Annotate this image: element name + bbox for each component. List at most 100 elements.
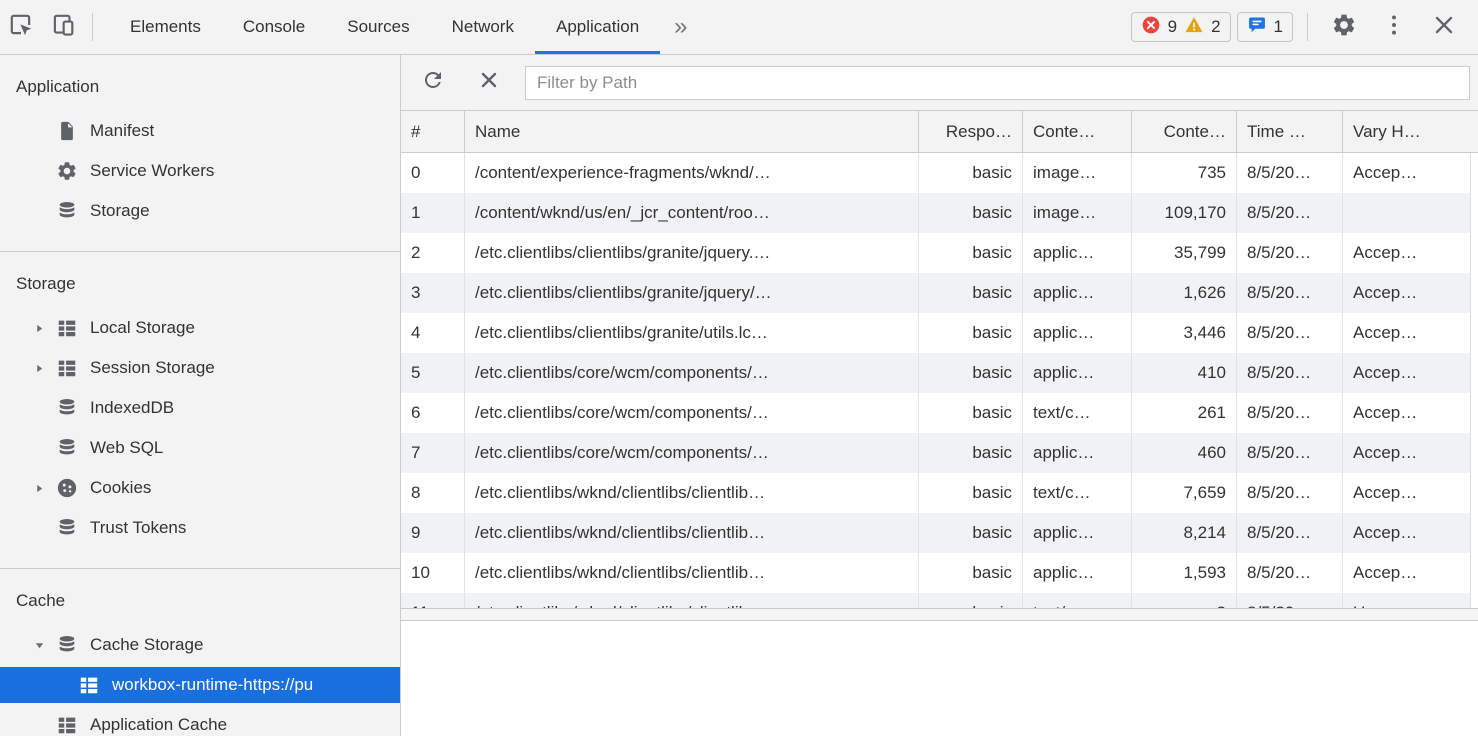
- column-header-time[interactable]: Time …: [1237, 111, 1343, 152]
- cache-table-body: 0/content/experience-fragments/wknd/…bas…: [401, 153, 1478, 608]
- cell-num: 9: [401, 513, 465, 553]
- sidebar-item-service-workers[interactable]: Service Workers: [0, 151, 400, 191]
- more-tabs-button[interactable]: »: [660, 0, 701, 54]
- cell-content_type: applic…: [1023, 433, 1132, 473]
- sidebar-item-web-sql[interactable]: Web SQL: [0, 428, 400, 468]
- column-header-response_type[interactable]: Respo…: [919, 111, 1023, 152]
- column-header-vary[interactable]: Vary H…: [1353, 121, 1421, 141]
- triangle-right-icon[interactable]: [34, 323, 56, 334]
- toolbar-right-controls: 9 2: [1130, 0, 1478, 54]
- more-tabs-chevron-icon: »: [674, 13, 688, 40]
- refresh-button[interactable]: [413, 68, 453, 97]
- cell-response_type: basic: [919, 313, 1023, 353]
- tab-network[interactable]: Network: [451, 17, 514, 36]
- column-header-name[interactable]: Name: [465, 111, 919, 152]
- sidebar-item-cache-storage[interactable]: Cache Storage: [0, 625, 400, 665]
- cell-name: /etc.clientlibs/wknd/clientlibs/clientli…: [465, 473, 919, 513]
- sidebar-section-title-storage: Storage: [16, 274, 76, 293]
- cell-vary: [1343, 193, 1478, 233]
- cell-response_type: basic: [919, 153, 1023, 193]
- cell-vary: Accep…: [1343, 273, 1478, 313]
- cell-vary: Accep…: [1343, 433, 1478, 473]
- table-row-6[interactable]: 6/etc.clientlibs/core/wcm/components/…ba…: [401, 393, 1478, 433]
- table-row-10[interactable]: 10/etc.clientlibs/wknd/clientlibs/client…: [401, 553, 1478, 593]
- cell-name: /etc.clientlibs/wknd/clientlibs/clientli…: [465, 513, 919, 553]
- table-icon: [56, 357, 78, 379]
- table-row-9[interactable]: 9/etc.clientlibs/wknd/clientlibs/clientl…: [401, 513, 1478, 553]
- cell-content_type: text/c…: [1023, 393, 1132, 433]
- vertical-scrollbar[interactable]: [1470, 153, 1478, 608]
- cell-content_length: 35,799: [1132, 233, 1237, 273]
- table-row-8[interactable]: 8/etc.clientlibs/wknd/clientlibs/clientl…: [401, 473, 1478, 513]
- triangle-down-icon[interactable]: [34, 640, 56, 651]
- cell-response_type: basic: [919, 473, 1023, 513]
- column-header-content_length[interactable]: Conte…: [1132, 111, 1237, 152]
- sidebar-item-label: Storage: [90, 201, 150, 220]
- horizontal-scrollbar[interactable]: [401, 608, 1478, 621]
- table-row-7[interactable]: 7/etc.clientlibs/core/wcm/components/…ba…: [401, 433, 1478, 473]
- cell-name: /content/wknd/us/en/_jcr_content/roo…: [465, 193, 919, 233]
- error-icon: [1141, 15, 1161, 40]
- filter-by-path-input[interactable]: [525, 65, 1470, 100]
- triangle-right-icon[interactable]: [34, 483, 56, 494]
- triangle-right-icon[interactable]: [34, 363, 56, 374]
- sidebar-item-local-storage[interactable]: Local Storage: [0, 308, 400, 348]
- settings-button[interactable]: [1322, 12, 1366, 43]
- cell-name: /etc.clientlibs/core/wcm/components/…: [465, 393, 919, 433]
- table-row-5[interactable]: 5/etc.clientlibs/core/wcm/components/…ba…: [401, 353, 1478, 393]
- gear-icon: [56, 160, 78, 182]
- tab-elements[interactable]: Elements: [130, 17, 201, 36]
- cell-time: 8/5/20…: [1237, 233, 1343, 273]
- sidebar-item-label: Web SQL: [90, 438, 164, 457]
- console-messages-badge[interactable]: 1: [1236, 12, 1293, 42]
- cell-content_length: 460: [1132, 433, 1237, 473]
- inspect-element-button[interactable]: [0, 0, 42, 54]
- cell-content_type: applic…: [1023, 553, 1132, 593]
- sidebar-item-manifest[interactable]: Manifest: [0, 111, 400, 151]
- sidebar-item-trust-tokens[interactable]: Trust Tokens: [0, 508, 400, 548]
- table-row-2[interactable]: 2/etc.clientlibs/clientlibs/granite/jque…: [401, 233, 1478, 273]
- inspect-cursor-icon: [8, 12, 34, 43]
- menu-button[interactable]: [1372, 12, 1416, 43]
- tab-application[interactable]: Application: [534, 0, 661, 54]
- clear-x-icon: [477, 68, 501, 97]
- sidebar-item-session-storage[interactable]: Session Storage: [0, 348, 400, 388]
- table-row-1[interactable]: 1/content/wknd/us/en/_jcr_content/roo…ba…: [401, 193, 1478, 233]
- cell-vary: Accep…: [1343, 473, 1478, 513]
- table-row-3[interactable]: 3/etc.clientlibs/clientlibs/granite/jque…: [401, 273, 1478, 313]
- cell-response_type: basic: [919, 353, 1023, 393]
- tab-sources[interactable]: Sources: [347, 17, 410, 36]
- cell-content_length: 1,626: [1132, 273, 1237, 313]
- cache-filter-toolbar: [401, 55, 1478, 111]
- table-row-11[interactable]: 11/etc.clientlibs/wknd/clientlibs/client…: [401, 593, 1478, 608]
- refresh-icon: [421, 68, 445, 97]
- cell-name: /etc.clientlibs/core/wcm/components/…: [465, 353, 919, 393]
- cell-num: 8: [401, 473, 465, 513]
- cell-response_type: basic: [919, 193, 1023, 233]
- warning-icon: [1184, 15, 1204, 40]
- column-header-content_type[interactable]: Conte…: [1023, 111, 1132, 152]
- errors-warnings-badge[interactable]: 9 2: [1130, 12, 1231, 42]
- toggle-device-toolbar-button[interactable]: [42, 0, 84, 54]
- cell-time: 8/5/20…: [1237, 353, 1343, 393]
- sidebar-item-indexeddb[interactable]: IndexedDB: [0, 388, 400, 428]
- sidebar-item-storage[interactable]: Storage: [0, 191, 400, 231]
- sidebar-item-cookies[interactable]: Cookies: [0, 468, 400, 508]
- table-row-4[interactable]: 4/etc.clientlibs/clientlibs/granite/util…: [401, 313, 1478, 353]
- sidebar-item-application-cache[interactable]: Application Cache: [0, 705, 400, 736]
- cell-vary: Accep…: [1343, 153, 1478, 193]
- column-header-num[interactable]: #: [401, 111, 465, 152]
- tab-console[interactable]: Console: [242, 17, 306, 36]
- delete-selected-button[interactable]: [469, 68, 509, 97]
- cell-response_type: basic: [919, 513, 1023, 553]
- table-icon: [56, 317, 78, 339]
- table-row-0[interactable]: 0/content/experience-fragments/wknd/…bas…: [401, 153, 1478, 193]
- sidebar-item-label: Cookies: [90, 478, 152, 497]
- cell-vary: Accep…: [1343, 313, 1478, 353]
- warning-count: 2: [1211, 17, 1221, 36]
- sidebar-item-workbox-runtime-https-pu[interactable]: workbox-runtime-https://pu: [0, 667, 400, 703]
- close-devtools-button[interactable]: [1422, 12, 1466, 43]
- cell-name: /etc.clientlibs/wknd/clientlibs/clientli…: [465, 553, 919, 593]
- cell-name: /etc.clientlibs/wknd/clientlibs/clientli…: [465, 593, 919, 608]
